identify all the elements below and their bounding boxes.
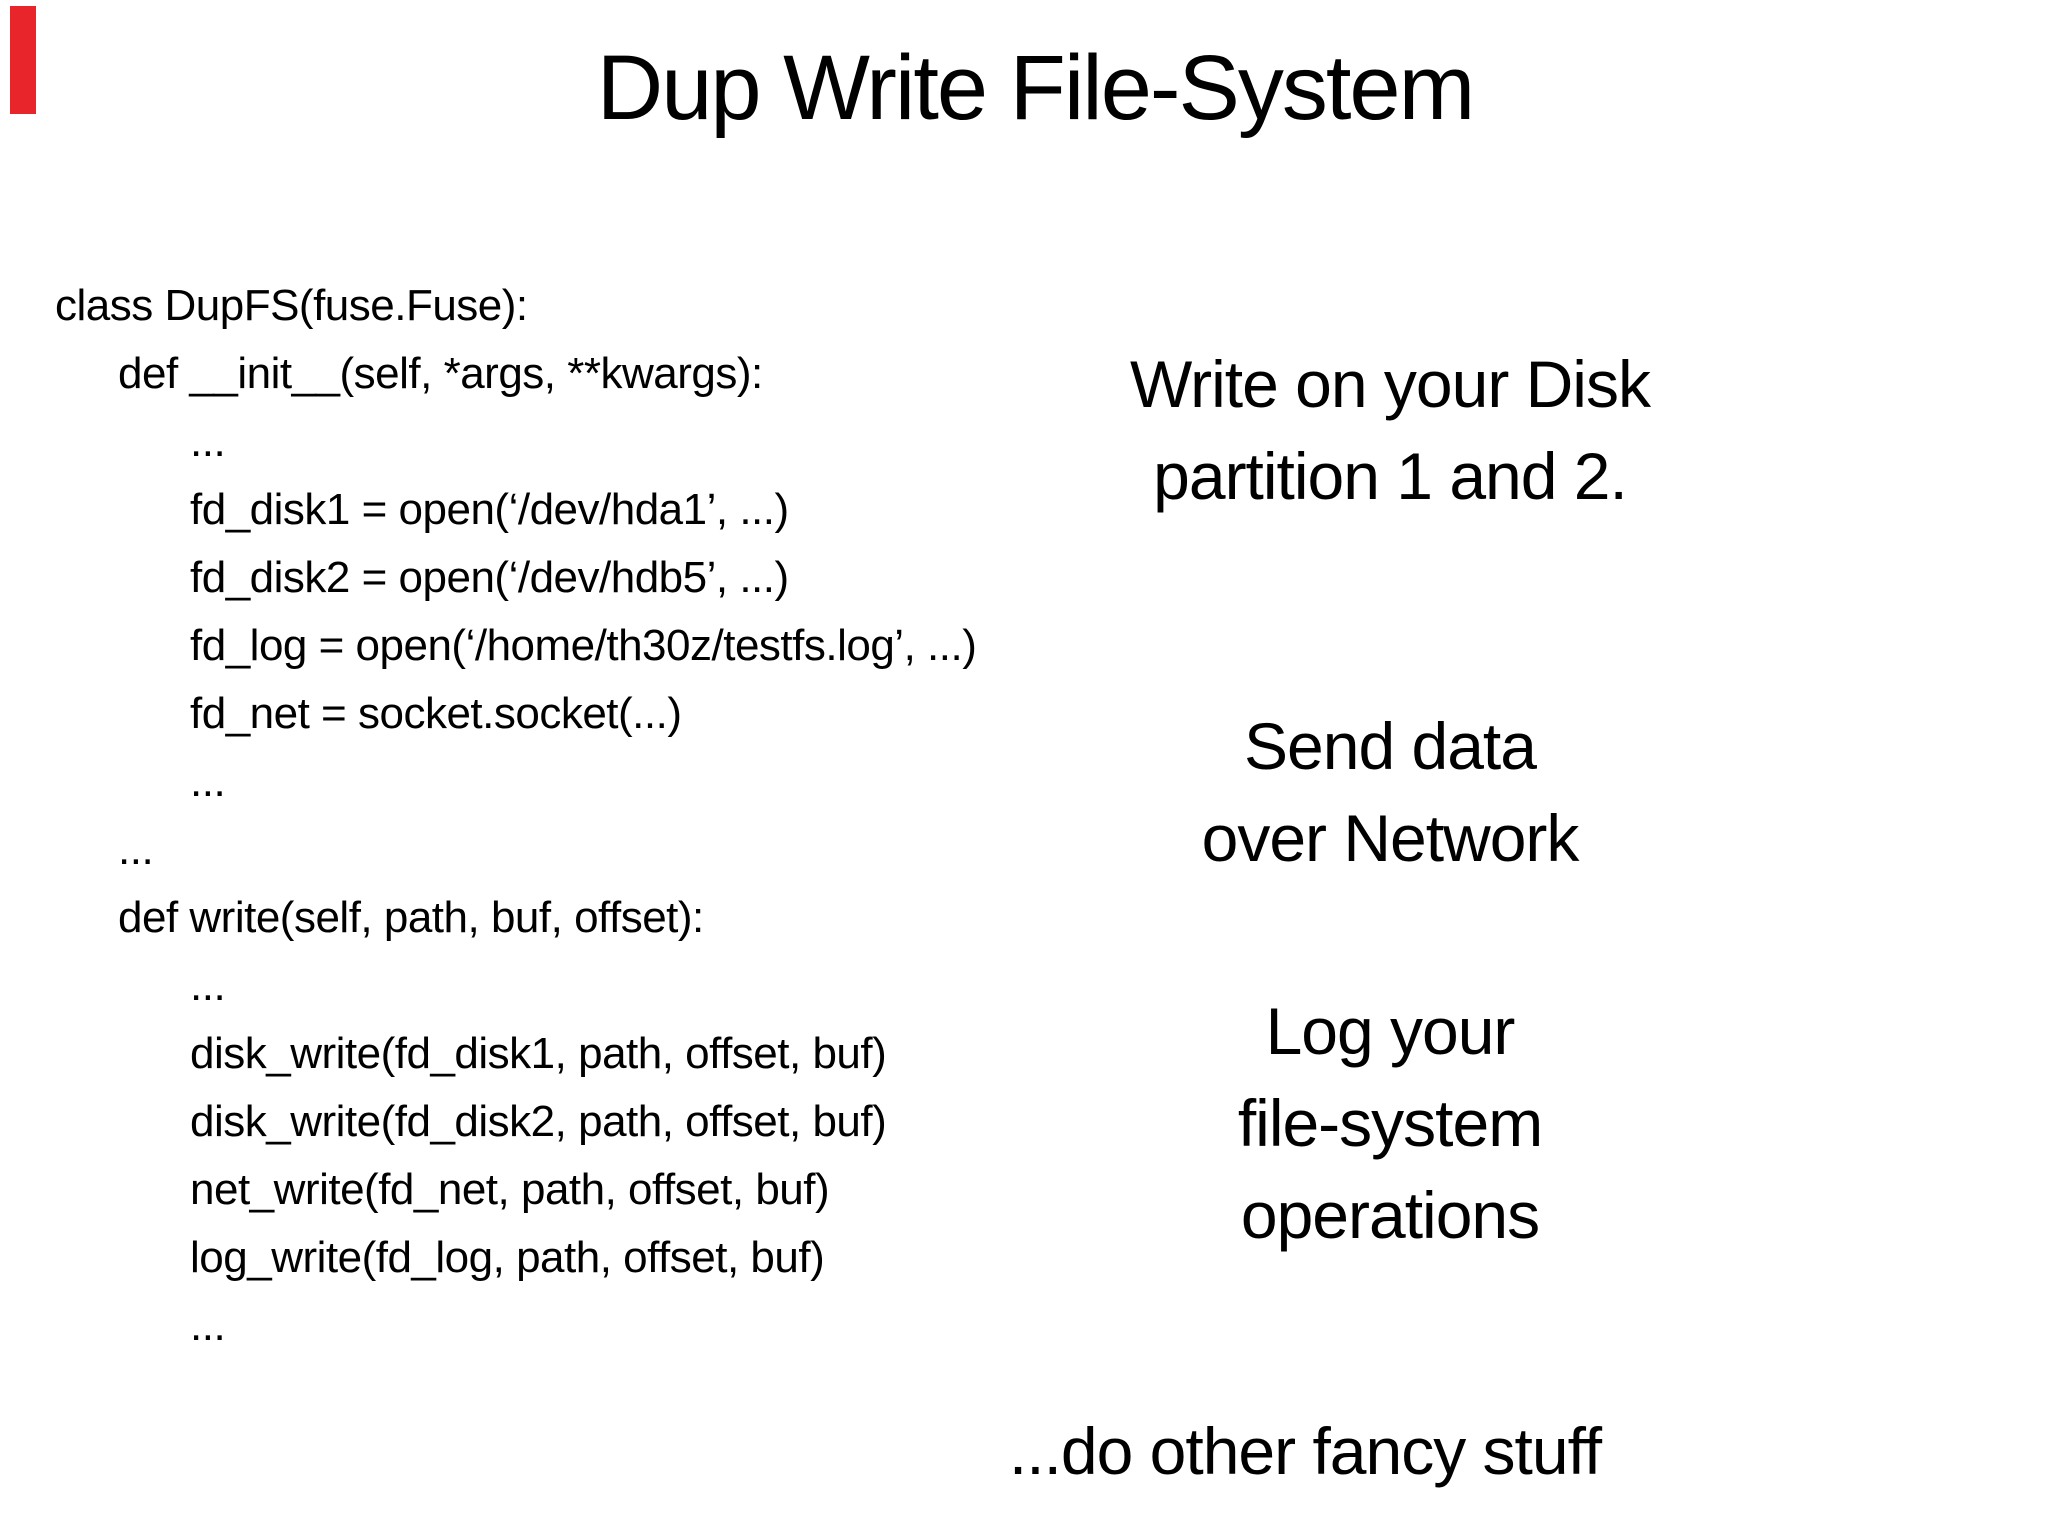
annotation-line: partition 1 and 2. xyxy=(1153,439,1628,513)
annotation-fancy: ...do other fancy stuff xyxy=(950,1405,1660,1497)
annotation-network: Send data over Network xyxy=(1035,700,1745,884)
annotation-line: ...do other fancy stuff xyxy=(1008,1414,1602,1488)
slide-title: Dup Write File-System xyxy=(596,37,1475,139)
code-line: def __init__(self, *args, **kwargs): xyxy=(118,349,763,398)
annotation-log: Log your file-system operations xyxy=(1035,985,1745,1261)
code-line: net_write(fd_net, path, offset, buf) xyxy=(190,1165,830,1214)
annotation-line: over Network xyxy=(1201,801,1580,875)
red-marker xyxy=(10,6,36,114)
code-line: fd_net = socket.socket(...) xyxy=(190,689,682,738)
code-block: class DupFS(fuse.Fuse): def __init__(self… xyxy=(55,272,1255,1360)
code-line: fd_log = open(‘/home/th30z/testfs.log’, … xyxy=(190,621,977,670)
code-line: ... xyxy=(190,961,226,1010)
code-line: ... xyxy=(190,417,226,466)
code-line: def write(self, path, buf, offset): xyxy=(118,893,704,942)
code-line: ... xyxy=(190,757,226,806)
annotation-line: operations xyxy=(1240,1178,1540,1252)
annotation-line: file-system xyxy=(1237,1086,1543,1160)
annotation-line: Send data xyxy=(1244,709,1537,783)
code-line: disk_write(fd_disk2, path, offset, buf) xyxy=(190,1097,887,1146)
annotation-line: Write on your Disk xyxy=(1130,347,1651,421)
code-line: fd_disk1 = open(‘/dev/hda1’, ...) xyxy=(190,485,789,534)
code-line: ... xyxy=(118,825,154,874)
code-line: class DupFS(fuse.Fuse): xyxy=(55,281,528,330)
code-line: disk_write(fd_disk1, path, offset, buf) xyxy=(190,1029,887,1078)
code-line: fd_disk2 = open(‘/dev/hdb5’, ...) xyxy=(190,553,789,602)
code-line: log_write(fd_log, path, offset, buf) xyxy=(190,1233,825,1282)
code-line: ... xyxy=(190,1301,226,1350)
annotation-disk: Write on your Disk partition 1 and 2. xyxy=(1035,338,1745,522)
annotation-line: Log your xyxy=(1265,994,1516,1068)
